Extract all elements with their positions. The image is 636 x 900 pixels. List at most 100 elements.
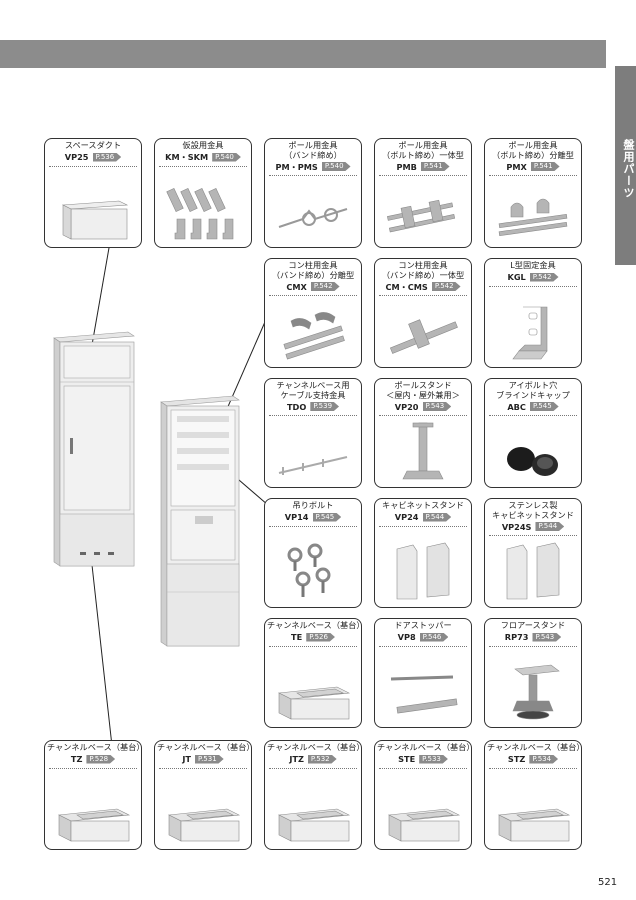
- page-reference-link[interactable]: P.544: [422, 512, 452, 522]
- dotted-divider: [379, 525, 467, 527]
- page-reference-link[interactable]: P.542: [431, 282, 461, 291]
- concrete-band-icon: [265, 307, 361, 363]
- product-code: STE: [398, 754, 416, 764]
- page-reference-link[interactable]: P.528: [86, 754, 116, 764]
- dotted-divider: [49, 165, 137, 167]
- page-reference-link[interactable]: P.543: [532, 632, 562, 642]
- product-name-line: キャビネットスタンド: [382, 500, 464, 510]
- page-reference-link[interactable]: P.545: [312, 512, 342, 522]
- page-reference-link[interactable]: P.541: [530, 162, 560, 171]
- page-reference-link[interactable]: P.540: [212, 152, 241, 162]
- dotted-divider: [379, 175, 467, 176]
- page-reference-link[interactable]: P.526: [306, 632, 335, 642]
- product-code: PM・PMS: [275, 161, 318, 172]
- page-reference-link[interactable]: P.539: [310, 402, 340, 411]
- product-name: チャンネルベース（基台）: [45, 742, 141, 753]
- page-reference-link[interactable]: P.534: [529, 754, 559, 764]
- product-code: PMX: [506, 161, 527, 172]
- page-reference-link[interactable]: P.544: [535, 522, 565, 531]
- product-code: CMX: [286, 281, 307, 292]
- page-reference-link[interactable]: P.532: [307, 754, 337, 764]
- page-reference-link[interactable]: P.542: [310, 282, 340, 291]
- product-name-line: チャンネルベース（基台）: [487, 742, 582, 752]
- product-name-line: （バンド締め）分離型: [271, 269, 355, 280]
- product-name: 仮設用金具: [155, 140, 251, 151]
- product-name-line: チャンネルベース用: [276, 380, 350, 390]
- product-name: チャンネルベース（基台）: [485, 742, 582, 753]
- page-reference-link[interactable]: P.540: [321, 162, 351, 171]
- page-number: 521: [598, 877, 618, 888]
- channel-base-icon: [375, 801, 471, 845]
- dotted-divider: [269, 415, 357, 416]
- duct-icon: [45, 193, 141, 243]
- product-code: VP14: [284, 512, 309, 522]
- product-name-line: チャンネルベース（基台）: [267, 620, 362, 630]
- product-name: ドアストッパー: [375, 620, 471, 631]
- product-code: KGL: [507, 272, 526, 282]
- product-name: ポール用金具（バンド締め）: [265, 140, 361, 160]
- channel-base-icon: [45, 801, 141, 845]
- product-code: PMB: [396, 161, 417, 172]
- dotted-divider: [159, 767, 247, 769]
- page-reference-link[interactable]: P.543: [422, 402, 452, 411]
- pole-bolt-icon: [375, 197, 471, 243]
- product-name: ポール用金具（ボルト締め）一体型: [375, 140, 471, 160]
- page-reference-link[interactable]: P.541: [420, 162, 450, 171]
- product-code: JT: [182, 754, 191, 764]
- dotted-divider: [269, 645, 357, 647]
- pole-split-icon: [485, 197, 581, 243]
- product-name-line: ポールスタンド: [394, 380, 452, 390]
- dotted-divider: [489, 767, 577, 769]
- product-name-line: ドアストッパー: [394, 620, 452, 630]
- product-name: フロアースタンド: [485, 620, 581, 631]
- cabinet-stand-icon: [375, 541, 471, 603]
- dotted-divider: [269, 525, 357, 527]
- floor-stand-icon: [485, 661, 581, 723]
- product-name-line: （バンド締め）一体型: [381, 269, 465, 280]
- dotted-divider: [379, 415, 467, 416]
- page-reference-link[interactable]: P.545: [529, 402, 559, 411]
- page-reference-link[interactable]: P.542: [529, 272, 559, 282]
- product-code: TDO: [286, 401, 307, 412]
- product-name-line: （ボルト締め）一体型: [382, 149, 464, 160]
- page-reference-link[interactable]: P.536: [92, 152, 122, 162]
- page-reference-link[interactable]: P.533: [419, 754, 448, 764]
- stainless-stand-icon: [485, 541, 581, 603]
- channel-base-icon: [485, 801, 581, 845]
- product-name: キャビネットスタンド: [375, 500, 471, 511]
- page-reference-link[interactable]: P.546: [419, 632, 449, 642]
- cabinet-illustration: [53, 331, 135, 567]
- page-reference-link[interactable]: P.531: [194, 754, 224, 764]
- product-name-line: ケーブル支持金具: [280, 389, 346, 400]
- dotted-divider: [489, 285, 577, 287]
- product-name: アイボルト穴ブラインドキャップ: [485, 380, 581, 400]
- product-name-line: スペースダクト: [64, 140, 122, 150]
- dotted-divider: [49, 767, 137, 769]
